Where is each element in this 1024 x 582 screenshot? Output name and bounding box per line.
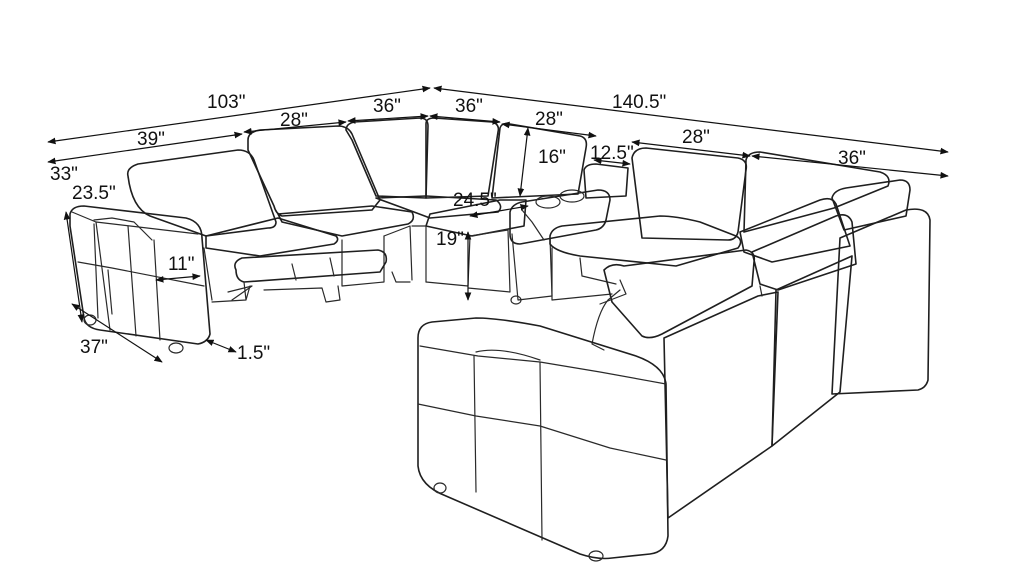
dim-line-28-left: [243, 119, 347, 135]
cup-holder-left-icon: [535, 195, 561, 209]
right-corner-seat-cushion: [739, 197, 851, 263]
label-103: 103": [207, 92, 245, 113]
right-corner-back-upper: [831, 179, 911, 231]
u-shaped-sectional-sofa: [69, 117, 931, 562]
label-16: 16": [538, 147, 566, 168]
label-23-5: 23.5": [72, 183, 116, 204]
label-24-5: 24.5": [453, 190, 497, 211]
left-center-seat-cushion: [277, 205, 415, 237]
left-seat-cushion: [205, 217, 339, 257]
dim-line-140-5: [433, 85, 949, 155]
dim-line-36-left: [347, 113, 429, 124]
label-28-right: 28": [682, 127, 710, 148]
label-19: 19": [436, 229, 464, 250]
dim-line-28-console: [501, 121, 597, 139]
label-12-5: 12.5": [590, 143, 634, 164]
dim-line-36-far-right: [751, 153, 949, 179]
label-39: 39": [137, 129, 165, 150]
label-140-5: 140.5": [612, 92, 666, 113]
dim-line-24-5: [469, 203, 529, 219]
right-chaise-ottoman: [417, 317, 669, 560]
right-arm-cushion: [751, 214, 857, 291]
label-36-left: 36": [373, 96, 401, 117]
right-corner-back-cushion: [743, 151, 890, 233]
dim-line-12-5: [593, 157, 631, 167]
label-28-left: 28": [280, 110, 308, 131]
label-37: 37": [80, 337, 108, 358]
dim-line-23-5: [63, 211, 85, 323]
dimension-labels: 103" 140.5" 39" 28" 36" 36" 28" 12.5" 28…: [50, 92, 866, 364]
left-back-cushion: [126, 149, 277, 237]
recliner-footrest: [234, 249, 388, 283]
label-11: 11": [168, 254, 194, 275]
label-36-far-right: 36": [838, 148, 866, 169]
label-36-right: 36": [455, 96, 483, 117]
dim-line-36-right: [429, 113, 501, 125]
left-center-back-cushion: [247, 125, 381, 217]
right-back-cushion: [631, 147, 748, 241]
dim-line-16: [517, 127, 531, 197]
corner-back-cushion-left: [345, 117, 429, 199]
label-28-console: 28": [535, 109, 563, 130]
dim-line-1-5: [205, 339, 237, 353]
dim-line-28-right: [631, 139, 751, 159]
right-section-back: [603, 249, 756, 339]
console-back-cushion: [583, 163, 629, 199]
cup-holder-right-icon: [559, 189, 585, 203]
right-side-panel: [771, 255, 853, 447]
label-33: 33": [50, 164, 78, 185]
right-back-arm: [831, 208, 931, 395]
dimension-lines: [47, 85, 949, 363]
dim-line-11: [155, 273, 201, 283]
right-front-panel: [663, 291, 779, 519]
label-1-5: 1.5": [237, 343, 270, 364]
right-seat-cushion: [549, 215, 742, 267]
dim-line-39: [47, 131, 243, 165]
corner-back-cushion-right: [425, 117, 500, 199]
console-table: [509, 189, 611, 245]
dim-line-37: [71, 303, 163, 363]
